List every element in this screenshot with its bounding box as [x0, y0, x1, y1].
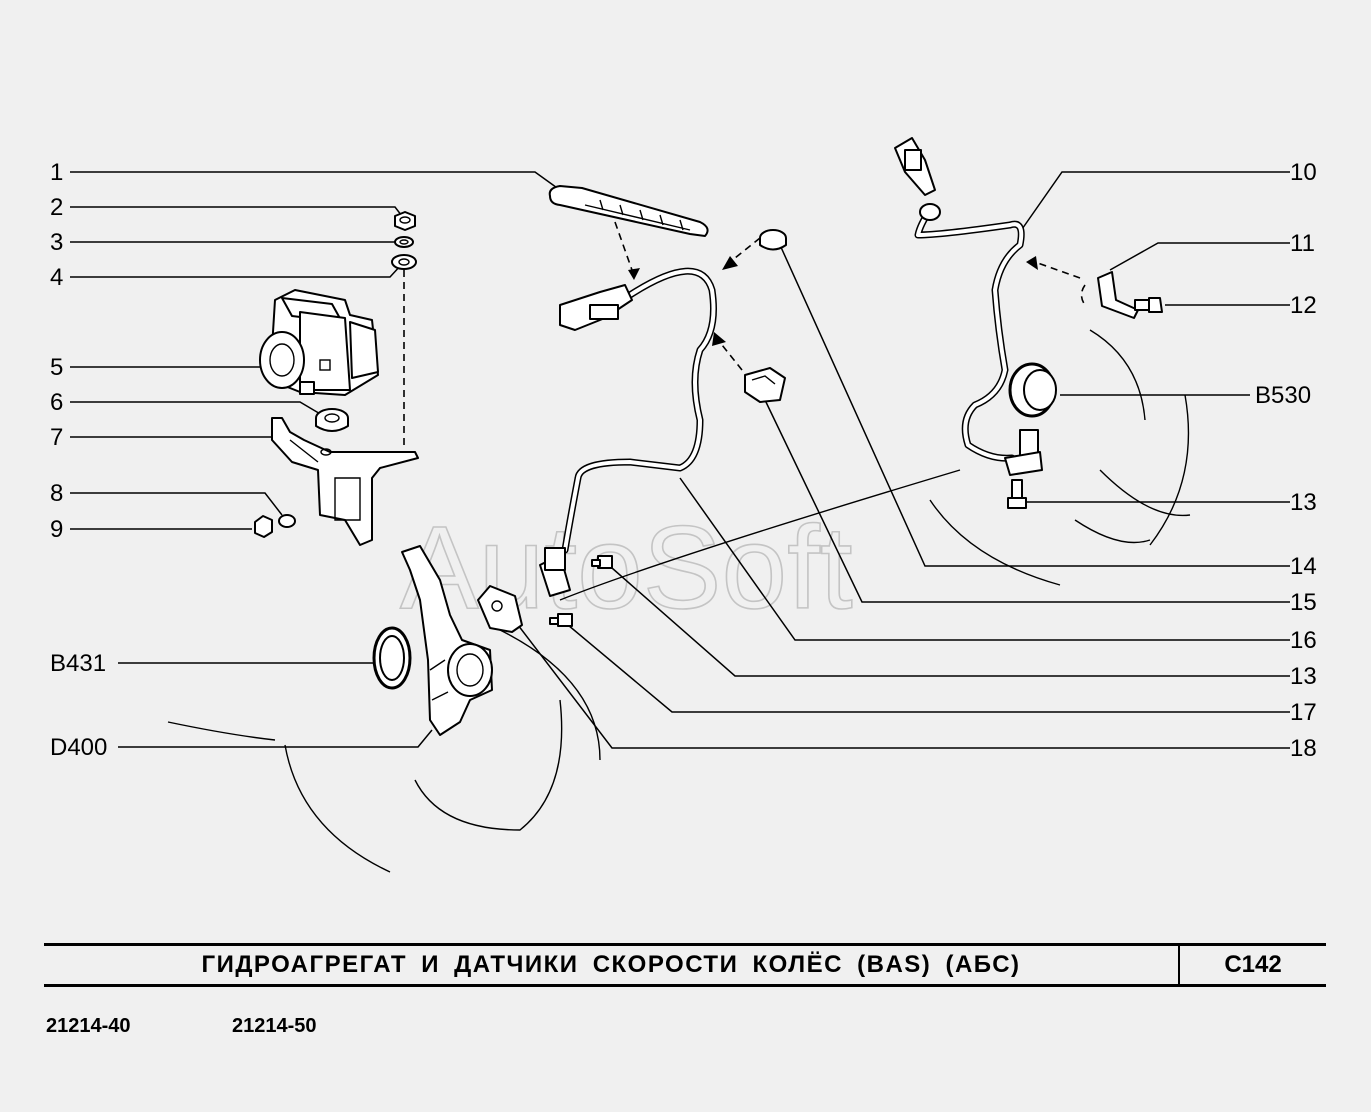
callout-b431: B431	[50, 650, 106, 677]
bracket-11	[1097, 271, 1139, 319]
callouts-left: 1 2 3 4 5 6 7 8 9 B431 D400	[50, 159, 107, 761]
callout-3: 3	[50, 229, 63, 256]
callout-11: 11	[1290, 230, 1315, 257]
bolt-17	[549, 613, 573, 627]
cable-tie	[548, 185, 709, 237]
rear-wheel-outline	[929, 329, 1191, 586]
leader-lines	[70, 171, 1290, 749]
assembly-arrows	[614, 221, 1086, 371]
rubber-bushing	[315, 408, 349, 432]
cable-clip	[744, 367, 786, 403]
callout-16: 16	[1290, 627, 1317, 654]
rear-tone-ring	[1008, 362, 1057, 418]
front-wheel-speed-sensor	[539, 267, 717, 597]
abs-hydraulic-unit	[259, 289, 379, 396]
flange-washer	[278, 514, 296, 528]
model-code-1: 21214-40	[46, 1015, 131, 1037]
cable-grommet	[759, 229, 787, 251]
rear-wheel-speed-sensor	[894, 137, 1043, 476]
callout-6: 6	[50, 389, 63, 416]
callout-14: 14	[1290, 553, 1317, 580]
callout-7: 7	[50, 424, 63, 451]
front-wheel-outline	[167, 469, 961, 873]
callout-2: 2	[50, 194, 63, 221]
callouts-right: 10 11 12 B530 13 14 15 16 13 17 18	[1255, 159, 1317, 762]
bolt-12	[1134, 297, 1163, 313]
washer	[391, 254, 417, 270]
callout-8: 8	[50, 480, 63, 507]
callout-d400: D400	[50, 734, 107, 761]
sensor-bracket	[477, 585, 523, 633]
page-title: ГИДРОАГРЕГАТ И ДАТЧИКИ СКОРОСТИ КОЛЁС (B…	[44, 946, 1180, 984]
callout-b530: B530	[1255, 382, 1311, 409]
callout-15: 15	[1290, 589, 1317, 616]
bolt-13-rear	[1007, 479, 1027, 509]
flange-nut	[254, 515, 273, 538]
watermark: AutoSoft	[400, 502, 853, 634]
callout-9: 9	[50, 516, 63, 543]
callout-10: 10	[1290, 159, 1317, 186]
callout-17: 17	[1290, 699, 1317, 726]
bolt-13-front	[591, 555, 613, 569]
callout-18: 18	[1290, 735, 1317, 762]
model-code-2: 21214-50	[232, 1015, 317, 1037]
callout-4: 4	[50, 264, 63, 291]
callout-12: 12	[1290, 292, 1317, 319]
mounting-bracket	[271, 417, 419, 546]
callout-5: 5	[50, 354, 63, 381]
steering-knuckle	[401, 545, 493, 736]
nut	[394, 211, 416, 231]
callout-13-rear: 13	[1290, 489, 1317, 516]
title-bar: ГИДРОАГРЕГАТ И ДАТЧИКИ СКОРОСТИ КОЛЁС (B…	[44, 943, 1326, 987]
callout-1: 1	[50, 159, 63, 186]
callout-13-front: 13	[1290, 663, 1317, 690]
page-code: C142	[1224, 951, 1282, 978]
front-tone-ring	[372, 626, 412, 690]
spring-washer	[394, 236, 414, 248]
parts-diagram: AutoSoft	[50, 137, 1317, 873]
